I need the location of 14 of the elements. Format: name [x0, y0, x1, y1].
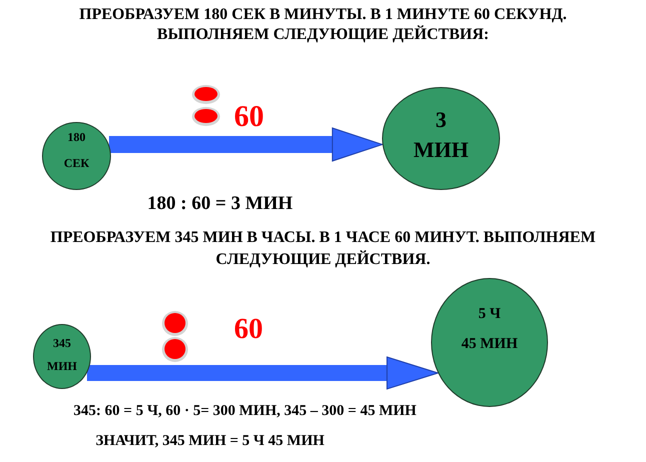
block-arrow	[87, 356, 438, 390]
instruction-text: ПРЕОБРАЗУЕМ 345 МИН В ЧАСЫ. В 1 ЧАСЕ 60 МИНУТ. ВЫПОЛНЯЕМ СЛЕДУЮЩИЕ ДЕЙСТВИЯ.	[49, 228, 597, 270]
instruction-text: ПРЕОБРАЗУЕМ 180 СЕК В МИНУТЫ. В 1 МИНУТЕ 60 СЕКУНД. ВЫПОЛНЯЕМ СЛЕДУЮЩИЕ ДЕЙСТВИЯ:	[78, 5, 568, 45]
node-label: 345 МИН	[47, 334, 77, 374]
node-label: 3 МИН	[414, 106, 468, 164]
equation-text: 180 : 60 = 3 МИН	[146, 193, 294, 215]
block-arrow	[109, 128, 383, 162]
node-label: 45 МИН	[461, 334, 518, 354]
edge-label: 60	[234, 101, 264, 133]
node-label: 5 Ч	[478, 304, 501, 324]
edge-label: 60	[234, 314, 263, 345]
equation-text: 345: 60 = 5 Ч, 60 · 5= 300 МИН, 345 – 300 = 45 МИН	[72, 402, 418, 420]
node-label: 180 СЕК	[64, 129, 90, 172]
conclusion-text: ЗНАЧИТ, 345 МИН = 5 Ч 45 МИН	[94, 432, 326, 450]
